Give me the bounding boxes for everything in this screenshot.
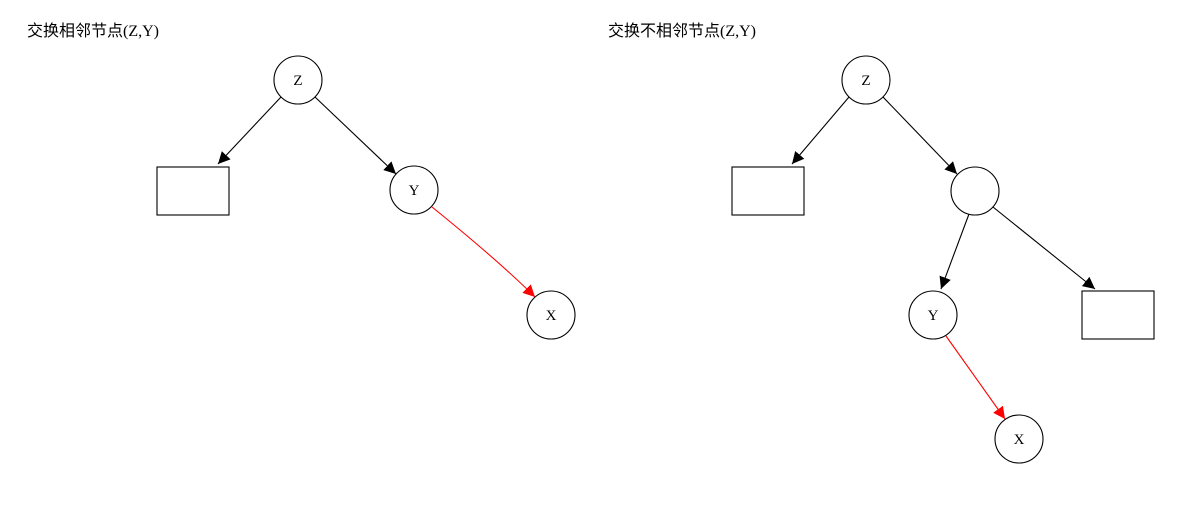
edge-z-to-y — [314, 96, 397, 175]
tree-node-nil — [156, 166, 230, 216]
tree-node-x: X — [526, 290, 576, 340]
tree-node-x: X — [994, 414, 1044, 464]
tree-node-z: Z — [273, 55, 323, 105]
diagram-title: 交换相邻节点(Z,Y) — [27, 22, 159, 40]
edge-z-to-nil — [217, 96, 282, 165]
tree-node-y: Y — [389, 165, 439, 215]
edge-m-to-y — [939, 213, 970, 290]
tree-node-nil-right — [1081, 290, 1155, 340]
edge-z-to-m — [882, 96, 958, 175]
edge-y-to-x-highlighted — [945, 335, 1006, 420]
tree-node-z: Z — [841, 55, 891, 105]
diagram-adjacent-swap: 交换相邻节点(Z,Y) Z Y X — [27, 22, 576, 340]
edge-y-to-x-highlighted — [431, 206, 536, 298]
node-label: Y — [409, 183, 420, 199]
edge-m-to-nil2 — [992, 206, 1096, 290]
node-label: Z — [861, 73, 870, 89]
node-label: Z — [293, 73, 302, 89]
node-label: Y — [928, 308, 939, 324]
tree-node-y: Y — [908, 290, 958, 340]
edge-z-to-nil1 — [791, 96, 850, 165]
node-label: X — [546, 308, 557, 324]
edges — [791, 96, 1096, 420]
diagram-nonadjacent-swap: 交换不相邻节点(Z,Y) Z Y X — [608, 22, 1155, 464]
tree-node-nil-left — [731, 166, 805, 216]
node-label: X — [1014, 432, 1025, 448]
diagram-title: 交换不相邻节点(Z,Y) — [608, 22, 756, 40]
tree-node-middle — [950, 166, 1000, 216]
edges — [217, 96, 536, 298]
